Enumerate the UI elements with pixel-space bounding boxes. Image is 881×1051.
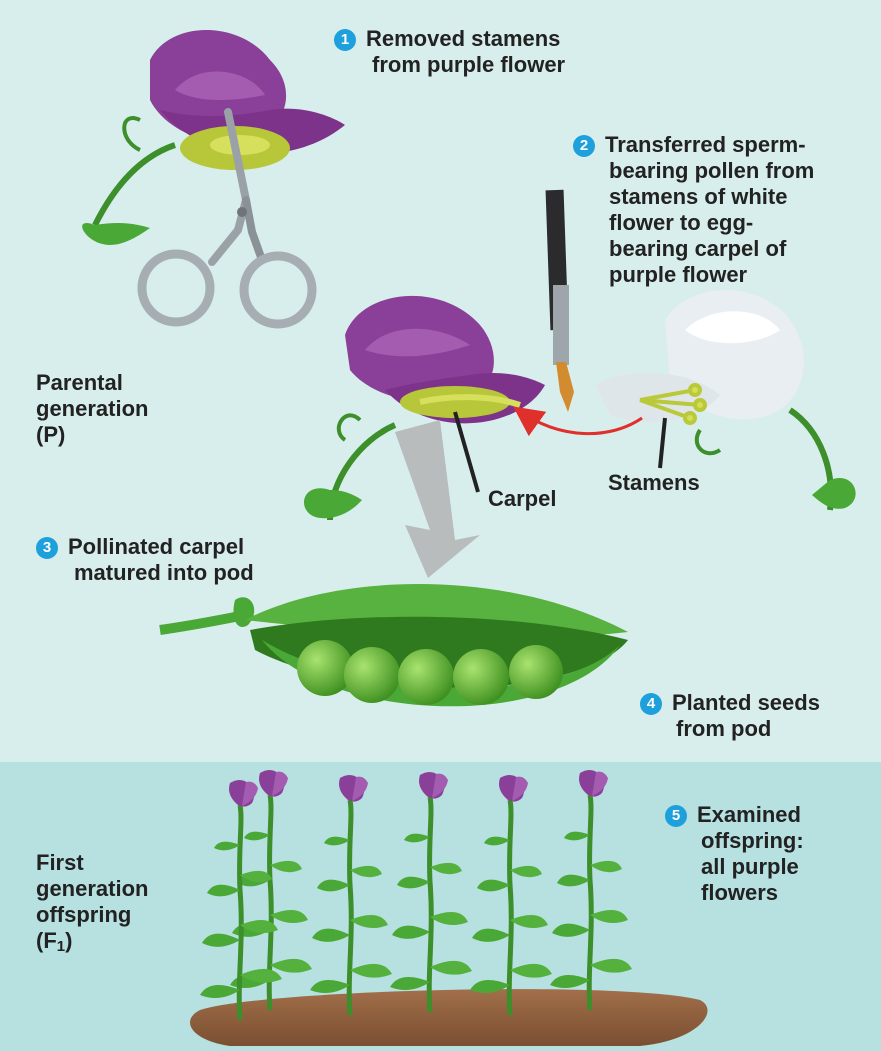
step-2-line: flower to egg- xyxy=(573,210,814,236)
step-2-line: bearing pollen from xyxy=(573,158,814,184)
step-3-text: 3 Pollinated carpel matured into pod xyxy=(36,534,254,586)
parental-generation-label: Parental generation (P) xyxy=(36,370,148,448)
first-gen-label-line: First xyxy=(36,850,148,876)
step-2-badge: 2 xyxy=(573,135,595,157)
step-5-line: all purple xyxy=(665,854,804,880)
step-2-line: bearing carpel of xyxy=(573,236,814,262)
f1-label: (F1) xyxy=(36,928,148,960)
step-4-line: Planted seeds xyxy=(672,690,820,715)
step-4-badge: 4 xyxy=(640,693,662,715)
step-3-badge: 3 xyxy=(36,537,58,559)
first-generation-label: First generation offspring (F1) xyxy=(36,850,148,960)
step-3-line: matured into pod xyxy=(36,560,254,586)
f1-subscript: 1 xyxy=(57,938,65,955)
stamens-label: Stamens xyxy=(608,470,700,496)
step-4-text: 4 Planted seeds from pod xyxy=(640,690,820,742)
step-1-text: 1 Removed stamens from purple flower xyxy=(334,26,565,78)
first-gen-label-line: generation xyxy=(36,876,148,902)
step-5-line: Examined xyxy=(697,802,801,827)
f1-close: ) xyxy=(65,928,72,953)
step-5-line: offspring: xyxy=(665,828,804,854)
step-1-line: Removed stamens xyxy=(366,26,560,51)
step-3-line: Pollinated carpel xyxy=(68,534,244,559)
step-2-line: purple flower xyxy=(573,262,814,288)
parental-label-line: (P) xyxy=(36,422,148,448)
step-4-line: from pod xyxy=(640,716,820,742)
step-5-text: 5 Examined offspring: all purple flowers xyxy=(665,802,804,906)
parental-label-line: Parental xyxy=(36,370,148,396)
parental-label-line: generation xyxy=(36,396,148,422)
step-2-line: Transferred sperm- xyxy=(605,132,806,157)
step-5-line: flowers xyxy=(665,880,804,906)
step-2-line: stamens of white xyxy=(573,184,814,210)
f1-open: (F xyxy=(36,928,57,953)
first-gen-label-line: offspring xyxy=(36,902,148,928)
carpel-label: Carpel xyxy=(488,486,556,512)
step-1-line: from purple flower xyxy=(334,52,565,78)
step-5-badge: 5 xyxy=(665,805,687,827)
step-1-badge: 1 xyxy=(334,29,356,51)
